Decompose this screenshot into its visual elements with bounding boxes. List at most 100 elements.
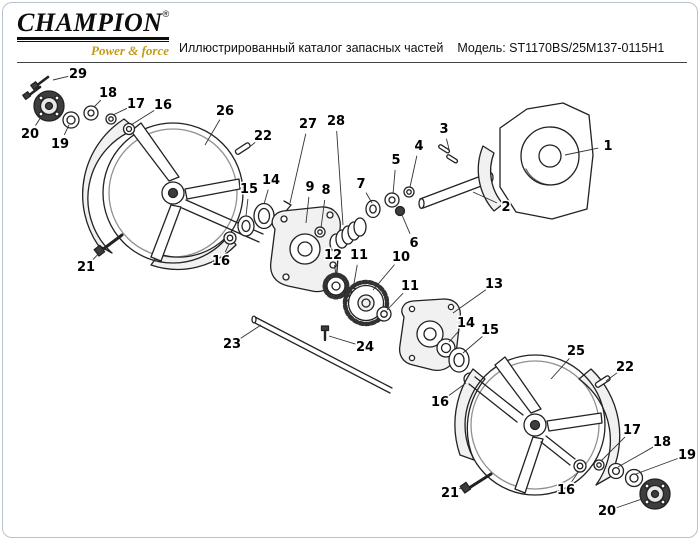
callout-label-28: 28 [327, 114, 345, 129]
callout-label-24: 24 [356, 340, 374, 355]
callout-label-23: 23 [223, 337, 241, 352]
callout-label-2: 2 [501, 200, 510, 215]
callout-leader-24 [328, 335, 356, 345]
brand-name-row: CHAMPION® [17, 10, 169, 36]
callout-leader-14 [448, 330, 460, 343]
model-code: Модель: ST1170BS/25M137-0115H1 [457, 41, 665, 55]
callout-label-19: 19 [678, 448, 696, 463]
callout-label-15: 15 [481, 323, 499, 338]
callout-label-11: 11 [401, 279, 419, 294]
callout-label-14: 14 [262, 173, 280, 188]
callout-leader-14 [263, 189, 269, 205]
callout-leader-6 [401, 214, 411, 234]
right-auger-impeller [454, 354, 621, 496]
callout-label-5: 5 [391, 153, 400, 168]
callout-label-1: 1 [603, 139, 612, 154]
callout-leader-22 [605, 372, 618, 382]
callout-label-8: 8 [321, 183, 330, 198]
callout-leader-11 [352, 264, 358, 290]
callout-label-26: 26 [216, 104, 234, 119]
callout-leader-15 [462, 336, 483, 354]
callout-label-25: 25 [567, 344, 585, 359]
callout-label-16: 16 [557, 483, 575, 498]
callout-leader-11 [386, 292, 404, 311]
brand-divider-thin [17, 41, 169, 42]
callout-leader-19 [635, 458, 678, 475]
callout-label-21: 21 [441, 486, 459, 501]
callout-label-13: 13 [485, 277, 503, 292]
callout-leader-22 [246, 141, 256, 150]
callout-label-18: 18 [653, 435, 671, 450]
bolt-21-right [459, 472, 493, 494]
brand-divider-thick [17, 37, 169, 40]
left-auger-impeller [81, 118, 264, 271]
callout-label-21: 21 [77, 260, 95, 275]
page-title: Иллюстрированный каталог запасных частей… [179, 41, 664, 57]
bolt-21-left [93, 233, 124, 257]
champion-logo: CHAMPION® Power & force [17, 10, 169, 59]
callout-leader-16 [224, 243, 230, 253]
callout-layer: 1234567891011111213141415151616161617171… [19, 66, 697, 521]
callout-leader-21 [92, 248, 104, 261]
callout-leader-17 [600, 436, 626, 462]
pin-22-right [594, 375, 611, 388]
right-hub-kit [573, 459, 671, 510]
brand-registered-mark: ® [162, 9, 170, 19]
callout-label-17: 17 [623, 423, 641, 438]
callout-leader-15 [245, 198, 249, 217]
callout-label-12: 12 [324, 248, 342, 263]
worm-spring-28 [329, 217, 367, 253]
callout-leader-28 [336, 130, 344, 226]
catalog-title: Иллюстрированный каталог запасных частей [179, 41, 444, 55]
callout-label-9: 9 [305, 180, 314, 195]
callout-leader-16 [571, 470, 580, 483]
chain-gear-cluster [322, 272, 392, 327]
callout-label-19: 19 [51, 137, 69, 152]
callout-leader-17 [112, 107, 128, 116]
pins-3 [438, 144, 459, 164]
callout-leader-2 [472, 191, 498, 204]
brand-tagline: Power & force [91, 43, 169, 58]
callout-label-27: 27 [299, 117, 317, 132]
callout-leader-20 [616, 498, 643, 509]
callout-label-18: 18 [99, 86, 117, 101]
callout-label-29: 29 [69, 67, 87, 82]
callout-leader-12 [334, 264, 337, 276]
brand-name: CHAMPION [17, 8, 163, 37]
left-hub-kit [22, 75, 136, 136]
callout-leader-27 [289, 133, 307, 204]
callout-leader-23 [240, 324, 262, 339]
callout-leader-5 [392, 169, 396, 195]
callout-label-20: 20 [21, 127, 39, 142]
callout-label-10: 10 [392, 250, 410, 265]
bolt-24 [320, 325, 330, 342]
callout-label-6: 6 [409, 236, 418, 251]
callout-leader-16 [130, 109, 155, 126]
callout-label-11: 11 [350, 248, 368, 263]
bearing-kit-right [436, 338, 477, 386]
header: CHAMPION® Power & force Иллюстрированный… [17, 8, 687, 63]
callout-label-7: 7 [356, 177, 365, 192]
exploded-parts-diagram: 1234567891011111213141415151616161617171… [19, 66, 697, 521]
callout-leader-7 [365, 192, 373, 204]
callout-leader-18 [617, 446, 654, 468]
callout-leader-25 [550, 358, 570, 380]
callout-label-16: 16 [212, 254, 230, 269]
impeller-housing-1 [477, 102, 594, 220]
callout-label-22: 22 [254, 129, 272, 144]
callout-label-3: 3 [439, 122, 448, 137]
callout-label-22: 22 [616, 360, 634, 375]
hex-shaft-23 [251, 315, 393, 394]
shaft-washers-4-5-6-7 [365, 186, 415, 219]
callout-label-17: 17 [127, 97, 145, 112]
callout-leader-9 [305, 196, 310, 224]
callout-leader-1 [564, 147, 599, 156]
callout-leader-21 [458, 484, 469, 490]
callout-label-16: 16 [154, 98, 172, 113]
callout-label-4: 4 [414, 139, 423, 154]
callout-label-15: 15 [240, 182, 258, 197]
callout-leader-29 [52, 75, 69, 81]
callout-leader-16 [447, 382, 467, 397]
gearbox-housing-9 [269, 206, 341, 293]
callout-leader-19 [63, 124, 70, 136]
